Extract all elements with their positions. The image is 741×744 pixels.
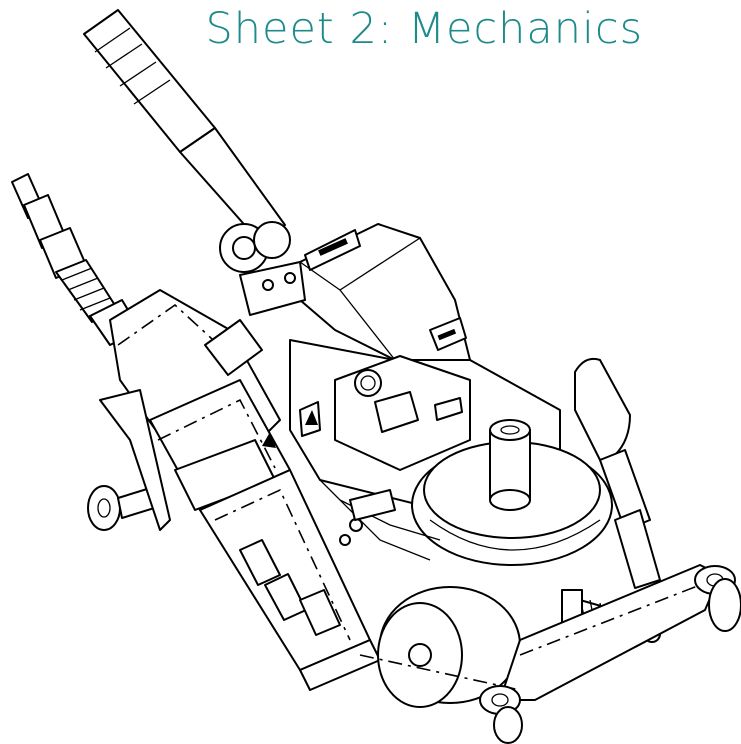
base-frame <box>339 518 741 744</box>
main-housing <box>299 223 471 381</box>
hot-air-blower <box>109 289 291 511</box>
sheet-title: Sheet 2: Mechanics <box>205 4 643 54</box>
side-guide-wheel <box>87 389 171 531</box>
linkage <box>319 479 441 561</box>
carry-handle <box>83 9 291 273</box>
welding-nozzle <box>199 469 381 691</box>
pressure-roller <box>411 419 613 566</box>
drive-roller <box>377 586 521 708</box>
handle-bracket <box>239 261 306 316</box>
pressure-lever <box>574 357 661 589</box>
